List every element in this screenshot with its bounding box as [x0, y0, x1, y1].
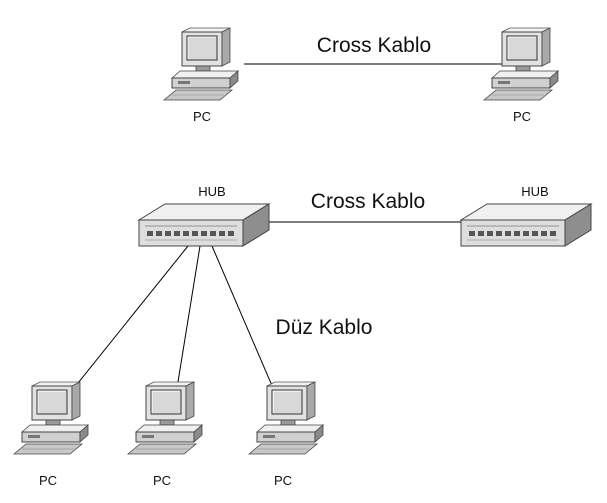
hub-icon: [460, 203, 592, 247]
straight-cable-line-1: [73, 245, 189, 389]
hub-label-right: HUB: [521, 184, 548, 199]
hub-label-left: HUB: [198, 184, 225, 199]
straight-cable-label: Düz Kablo: [276, 316, 373, 339]
hub-icon: [138, 203, 270, 247]
pc-label-top-left: PC: [193, 109, 211, 124]
computer-icon: [127, 381, 203, 455]
pc-label-bottom-3: PC: [274, 473, 292, 488]
pc-label-bottom-2: PC: [153, 473, 171, 488]
computer-icon: [13, 381, 89, 455]
computer-icon: [248, 381, 324, 455]
cross-cable-label-top: Cross Kablo: [317, 34, 431, 57]
cross-cable-label-bottom: Cross Kablo: [311, 190, 425, 213]
computer-icon: [163, 27, 239, 101]
straight-cable-line-3: [211, 245, 274, 389]
straight-cable-line-2: [176, 245, 201, 389]
pc-label-top-right: PC: [513, 109, 531, 124]
pc-label-bottom-1: PC: [39, 473, 57, 488]
